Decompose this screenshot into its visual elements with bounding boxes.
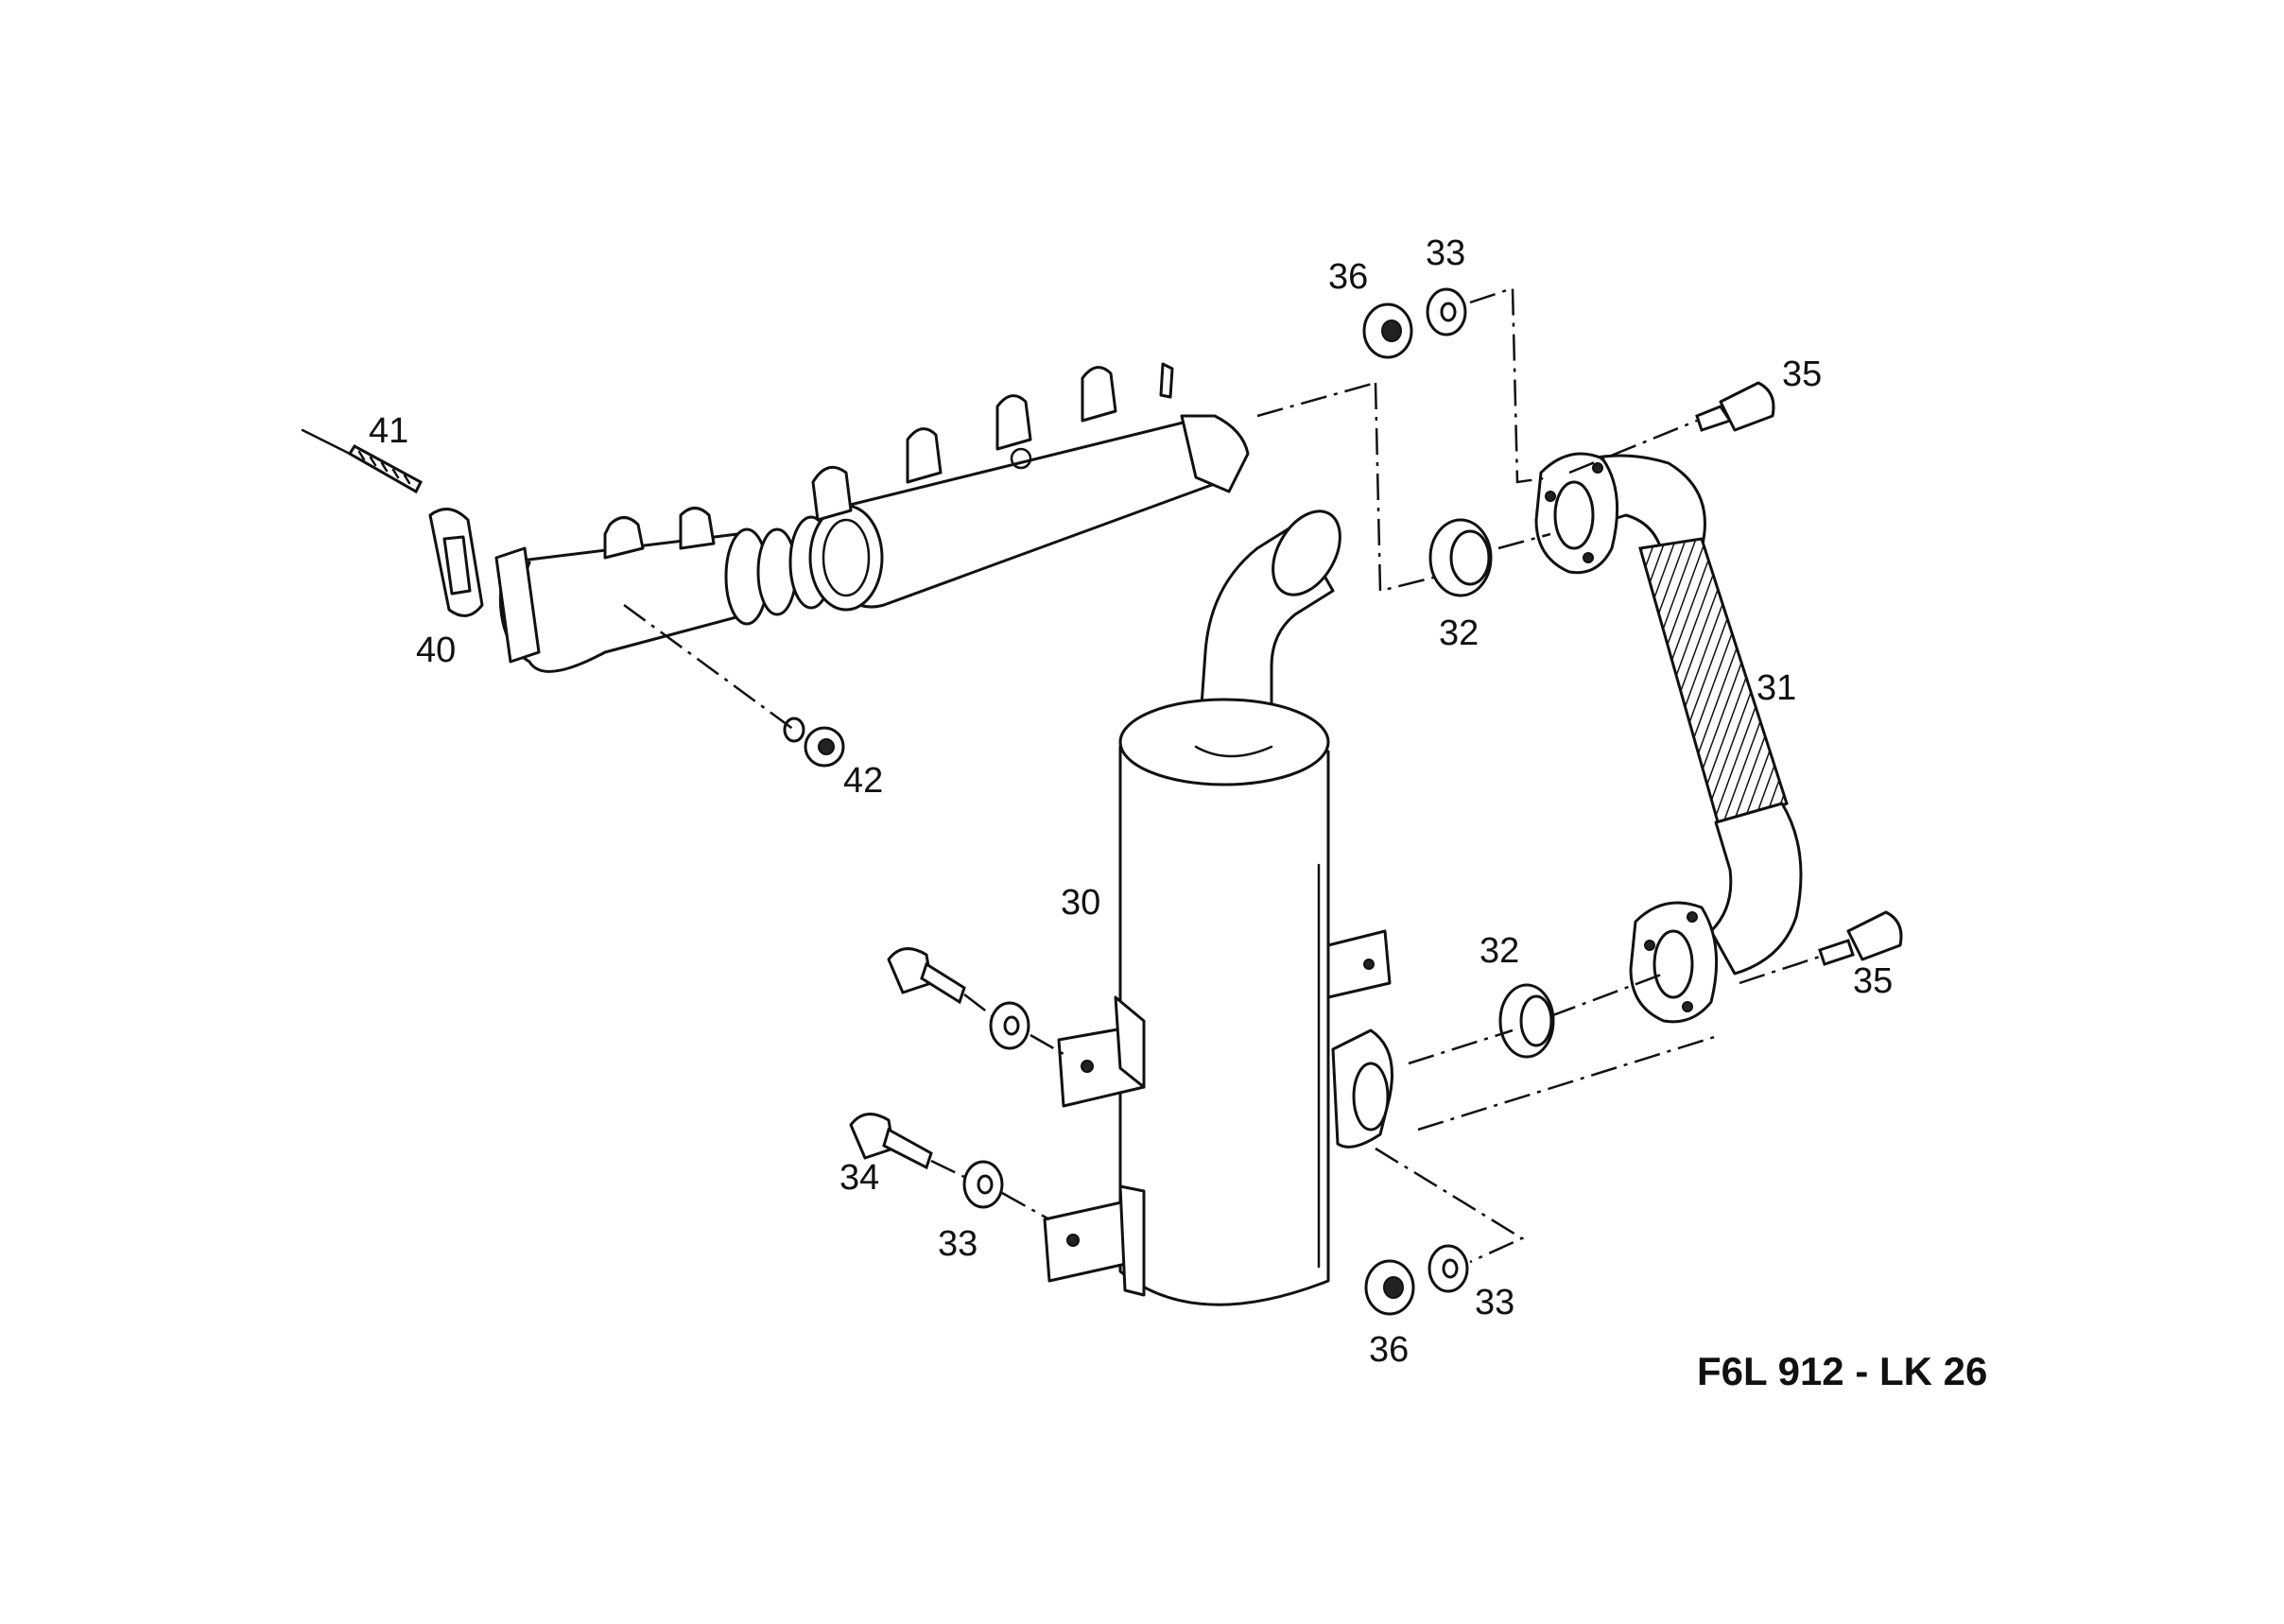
washer-33-bottom xyxy=(1428,1244,1469,1293)
gasket-40 xyxy=(428,508,484,617)
label-41: 41 xyxy=(369,411,408,451)
bolt-34 xyxy=(849,1113,933,1170)
muffler-30 xyxy=(1043,510,1393,1306)
bolt-35-top xyxy=(1568,381,1775,475)
label-33-bottom: 33 xyxy=(1475,1283,1514,1322)
washer-33-top xyxy=(1426,287,1467,337)
label-36-top: 36 xyxy=(1328,257,1368,297)
label-35-top: 35 xyxy=(1782,354,1822,394)
label-30: 30 xyxy=(1061,883,1100,923)
washer-33-left xyxy=(962,1160,1004,1209)
bolt-35-bottom xyxy=(1739,910,1903,985)
label-35-bottom: 35 xyxy=(1853,961,1893,1001)
seal-ring-32-bottom xyxy=(1498,983,1555,1059)
center-lines xyxy=(930,286,1722,1264)
label-42: 42 xyxy=(843,761,883,801)
label-31: 31 xyxy=(1756,668,1796,708)
nut-36-top xyxy=(1362,302,1413,359)
nut-36-bottom xyxy=(1364,1259,1415,1316)
seal-ring-32-top xyxy=(1428,518,1493,597)
drawing-code: F6L 912 - LK 26 xyxy=(1697,1349,1987,1393)
bracket-bolt-upper xyxy=(887,947,1030,1050)
nut-42 xyxy=(783,717,845,768)
label-40: 40 xyxy=(416,631,456,670)
label-34: 34 xyxy=(839,1158,879,1198)
label-33-top: 33 xyxy=(1426,233,1465,273)
label-33-left: 33 xyxy=(938,1224,978,1264)
label-36-bottom: 36 xyxy=(1369,1330,1409,1370)
flex-pipe-31 xyxy=(1534,452,1803,1024)
label-32-bottom: 32 xyxy=(1479,931,1519,971)
stud-41 xyxy=(301,428,423,494)
exhaust-manifold xyxy=(494,362,1250,673)
label-32-top: 32 xyxy=(1439,613,1479,653)
